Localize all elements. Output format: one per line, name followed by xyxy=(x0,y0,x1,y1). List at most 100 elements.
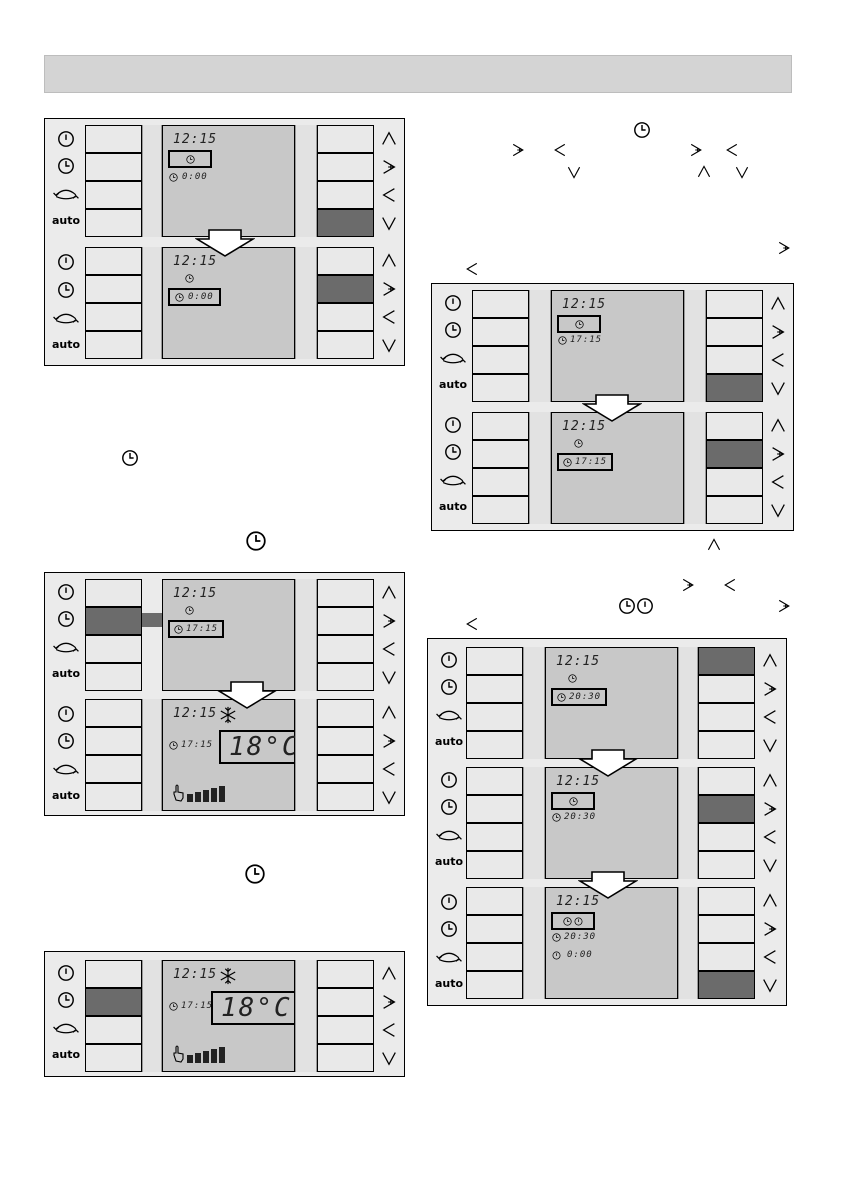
chevron-down-icon[interactable] xyxy=(755,971,785,999)
swing-icon[interactable] xyxy=(428,701,470,727)
chevron-right-icon[interactable] xyxy=(763,318,793,346)
chevron-up-icon[interactable] xyxy=(374,579,404,607)
clock-icon[interactable] xyxy=(45,277,87,303)
chevron-down-icon[interactable] xyxy=(763,374,793,402)
button-auto[interactable] xyxy=(466,971,523,999)
button-right[interactable] xyxy=(698,915,755,943)
button-timer[interactable] xyxy=(85,607,142,635)
button-auto[interactable] xyxy=(85,209,142,237)
chevron-up-icon[interactable] xyxy=(374,960,404,988)
chevron-up-icon[interactable] xyxy=(374,247,404,275)
chevron-left-icon[interactable] xyxy=(755,943,785,971)
button-swing[interactable] xyxy=(85,181,142,209)
swing-icon[interactable] xyxy=(432,344,474,370)
power-icon[interactable] xyxy=(45,126,87,152)
button-left[interactable] xyxy=(317,635,374,663)
chevron-right-icon[interactable] xyxy=(763,440,793,468)
chevron-left-icon[interactable] xyxy=(755,703,785,731)
button-up[interactable] xyxy=(698,767,755,795)
button-timer[interactable] xyxy=(466,915,523,943)
chevron-right-icon[interactable] xyxy=(374,607,404,635)
button-right[interactable] xyxy=(317,988,374,1016)
button-up[interactable] xyxy=(317,125,374,153)
chevron-left-icon[interactable] xyxy=(374,303,404,331)
button-right[interactable] xyxy=(698,675,755,703)
button-swing[interactable] xyxy=(472,346,529,374)
button-left[interactable] xyxy=(317,181,374,209)
chevron-left-icon[interactable] xyxy=(374,635,404,663)
chevron-left-icon[interactable] xyxy=(374,181,404,209)
button-right[interactable] xyxy=(317,607,374,635)
clock-icon[interactable] xyxy=(432,317,474,343)
button-timer[interactable] xyxy=(472,318,529,346)
auto-icon[interactable]: auto xyxy=(428,728,470,754)
swing-icon[interactable] xyxy=(45,755,87,781)
chevron-left-icon[interactable] xyxy=(763,346,793,374)
button-down[interactable] xyxy=(698,731,755,759)
clock-icon[interactable] xyxy=(428,916,470,942)
button-auto[interactable] xyxy=(472,374,529,402)
chevron-up-icon[interactable] xyxy=(755,887,785,915)
chevron-right-icon[interactable] xyxy=(374,275,404,303)
chevron-right-icon[interactable] xyxy=(755,915,785,943)
button-power[interactable] xyxy=(466,887,523,915)
button-right[interactable] xyxy=(317,275,374,303)
clock-icon[interactable] xyxy=(45,606,87,632)
power-icon[interactable] xyxy=(45,960,87,986)
chevron-right-icon[interactable] xyxy=(755,675,785,703)
chevron-up-icon[interactable] xyxy=(763,412,793,440)
auto-icon[interactable]: auto xyxy=(45,782,87,808)
button-swing[interactable] xyxy=(466,703,523,731)
power-icon[interactable] xyxy=(428,767,470,793)
clock-icon[interactable] xyxy=(428,674,470,700)
chevron-down-icon[interactable] xyxy=(755,731,785,759)
button-down[interactable] xyxy=(698,971,755,999)
button-right[interactable] xyxy=(317,727,374,755)
button-right[interactable] xyxy=(317,153,374,181)
chevron-left-icon[interactable] xyxy=(763,468,793,496)
button-down[interactable] xyxy=(698,851,755,879)
button-down[interactable] xyxy=(317,663,374,691)
swing-icon[interactable] xyxy=(45,633,87,659)
chevron-right-icon[interactable] xyxy=(374,727,404,755)
swing-icon[interactable] xyxy=(45,304,87,330)
button-auto[interactable] xyxy=(85,663,142,691)
clock-icon[interactable] xyxy=(45,153,87,179)
swing-icon[interactable] xyxy=(432,466,474,492)
clock-icon[interactable] xyxy=(428,794,470,820)
button-up[interactable] xyxy=(698,887,755,915)
power-icon[interactable] xyxy=(45,249,87,275)
button-left[interactable] xyxy=(698,823,755,851)
button-timer[interactable] xyxy=(85,727,142,755)
chevron-up-icon[interactable] xyxy=(755,767,785,795)
chevron-left-icon[interactable] xyxy=(374,1016,404,1044)
button-auto[interactable] xyxy=(85,783,142,811)
button-timer[interactable] xyxy=(466,795,523,823)
button-up[interactable] xyxy=(317,579,374,607)
button-right[interactable] xyxy=(706,440,763,468)
chevron-down-icon[interactable] xyxy=(374,209,404,237)
button-left[interactable] xyxy=(317,1016,374,1044)
button-down[interactable] xyxy=(317,1044,374,1072)
button-right[interactable] xyxy=(706,318,763,346)
button-auto[interactable] xyxy=(85,331,142,359)
chevron-left-icon[interactable] xyxy=(374,755,404,783)
power-icon[interactable] xyxy=(45,701,87,727)
button-down[interactable] xyxy=(706,496,763,524)
chevron-right-icon[interactable] xyxy=(755,795,785,823)
chevron-down-icon[interactable] xyxy=(763,496,793,524)
swing-icon[interactable] xyxy=(428,821,470,847)
button-left[interactable] xyxy=(698,943,755,971)
auto-icon[interactable]: auto xyxy=(428,848,470,874)
button-up[interactable] xyxy=(317,960,374,988)
button-auto[interactable] xyxy=(466,851,523,879)
button-swing[interactable] xyxy=(85,755,142,783)
button-timer[interactable] xyxy=(85,275,142,303)
power-icon[interactable] xyxy=(428,889,470,915)
button-left[interactable] xyxy=(706,468,763,496)
auto-icon[interactable]: auto xyxy=(45,1041,87,1067)
button-up[interactable] xyxy=(706,412,763,440)
auto-icon[interactable]: auto xyxy=(45,660,87,686)
button-up[interactable] xyxy=(317,699,374,727)
button-timer[interactable] xyxy=(472,440,529,468)
